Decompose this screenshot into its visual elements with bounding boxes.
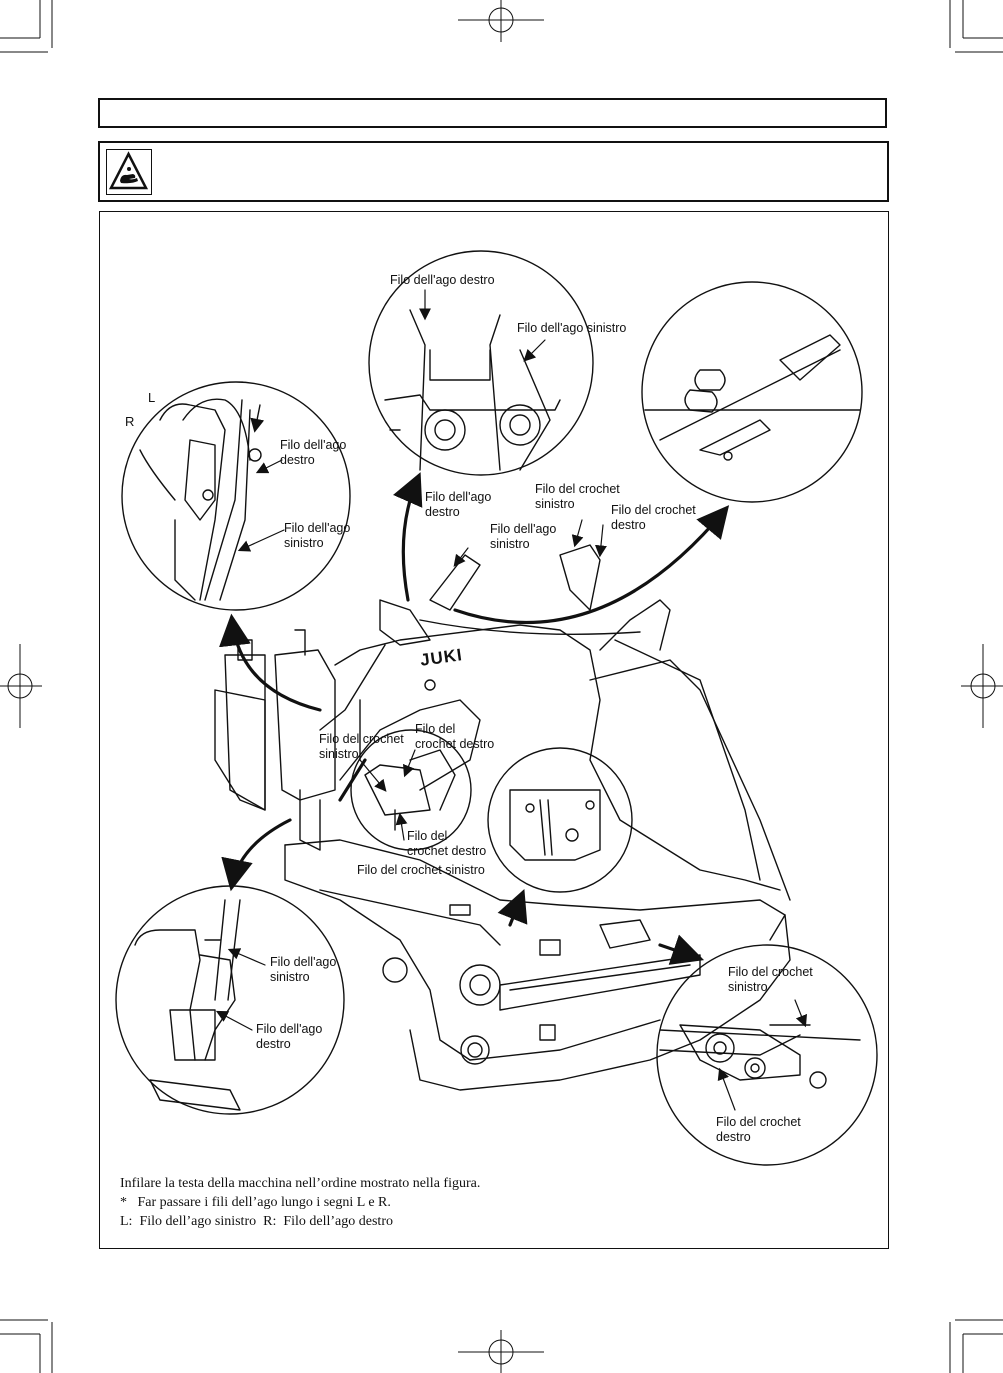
label-center-looper-right: Filo del crochet destro: [415, 722, 495, 751]
label-mark-R: R: [125, 414, 135, 429]
label-top-needle-right: Filo dell'ago destro: [390, 273, 495, 287]
inset-top-right: [641, 281, 863, 503]
brand-logo: JUKI: [418, 645, 464, 670]
label-br-looper-right: Filo del crochet destro: [716, 1115, 801, 1144]
label-mid-needle-left: Filo dell'ago sinistro: [490, 522, 557, 551]
label-mark-L: L: [148, 390, 156, 405]
label-center-looper-right-2: Filo del crochet destro: [407, 829, 487, 858]
label-bl-needle-left: Filo dell'ago sinistro: [270, 955, 337, 984]
label-mid-needle-right: Filo dell'ago destro: [425, 490, 492, 519]
label-left-needle-left: Filo dell'ago sinistro: [284, 521, 351, 550]
label-mid-looper-right: Filo del crochet destro: [611, 503, 696, 532]
flow-arrows: [219, 472, 730, 965]
figure-caption: Infilare la testa della macchina nell’or…: [120, 1174, 480, 1231]
warning-box: [98, 141, 889, 202]
inset-left: [121, 381, 351, 611]
machine-body: [214, 544, 791, 1091]
inset-center: [350, 729, 472, 851]
label-top-needle-left: Filo dell'ago sinistro: [517, 321, 627, 335]
caption-line-3: L: Filo dell’ago sinistro R: Filo dell’a…: [120, 1214, 393, 1229]
label-left-needle-right: Filo dell'ago destro: [280, 438, 347, 467]
label-mid-looper-left: Filo del crochet sinistro: [535, 482, 620, 511]
inset-top: [368, 250, 594, 476]
label-br-looper-left: Filo del crochet sinistro: [728, 965, 813, 994]
hand-caution-icon: [106, 149, 152, 195]
inset-bottom-left: [115, 885, 345, 1115]
label-center-looper-left: Filo del crochet sinistro: [319, 732, 404, 761]
inset-bottom-right: [656, 944, 878, 1166]
figure-frame: [99, 211, 889, 1249]
leader-lines: [215, 289, 808, 1111]
label-center-looper-left-2: Filo del crochet sinistro: [357, 863, 485, 877]
label-bl-needle-right: Filo dell'ago destro: [256, 1022, 323, 1051]
section-header: [98, 98, 887, 128]
caption-line-1: Infilare la testa della macchina nell’or…: [120, 1176, 481, 1191]
inset-center-right: [487, 747, 633, 893]
caption-line-2: * Far passare i fili dell’ago lungo i se…: [120, 1195, 391, 1210]
